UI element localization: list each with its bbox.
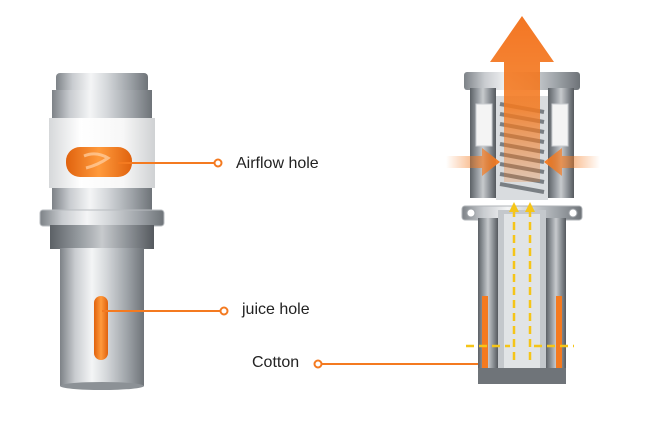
tube-bottom: [60, 382, 144, 390]
callout-lines: [102, 158, 520, 369]
cotton-label: Cotton: [252, 354, 300, 371]
juice-hole-label: juice hole: [242, 301, 310, 318]
cutaway-base: [478, 368, 566, 384]
juice-hole-slot: [94, 296, 108, 360]
side-inflow-arrow-icon: [446, 148, 600, 176]
airflow-up-arrow-icon: [490, 16, 554, 182]
cotton-left: [482, 296, 488, 368]
cotton-right: [556, 296, 562, 368]
upper-body: [52, 90, 152, 122]
top-cap: [56, 73, 148, 93]
airflow-hole-label: Airflow hole: [236, 155, 319, 172]
lower-collar: [50, 225, 154, 249]
cotton-callout-dot: [313, 359, 323, 369]
coil-cutaway-view: [446, 16, 600, 384]
airflow-path: [466, 210, 574, 360]
middle-body: [52, 188, 152, 212]
juice-callout-dot: [219, 306, 229, 316]
flange-ring: [39, 209, 165, 227]
airflow-callout-dot: [213, 158, 223, 168]
coil-exterior-view: [39, 73, 165, 390]
